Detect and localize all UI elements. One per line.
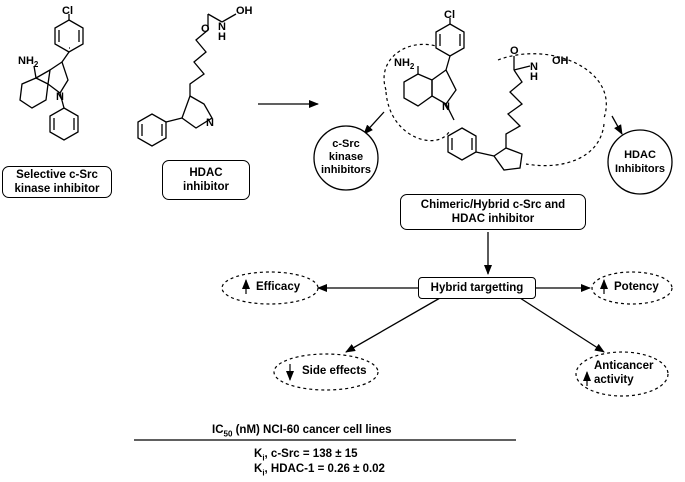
hybrid-nh-label: N [530,61,538,73]
hybrid-oh-label: OH [552,55,569,67]
c-src-n-label: N [56,91,64,103]
table-row-1: Ki, c-Src = 138 ± 15 [254,448,358,462]
table-header-ic: IC [212,424,224,436]
anticancer-arrow [519,297,605,353]
hybrid-caption-box: Chimeric/Hybrid c-Src and HDAC inhibitor [400,194,586,230]
hdac-dashed-arc [497,53,607,119]
hybrid-caption-line-1: Chimeric/Hybrid c-Src and [420,199,566,211]
c-src-cl-label: Cl [62,5,73,17]
c-src-circle-label: c-Src kinase inhibitors [316,138,376,177]
hub-label: Hybrid targetting [430,282,524,294]
hdac-circle-line-2: Inhibitors [614,163,666,175]
hdac-oh-label: OH [236,5,253,17]
row-1-k: K [254,448,263,460]
anticancer-line-2: activity [594,374,634,386]
hybrid-n-label: N [442,101,450,113]
anticancer-line-1: Anticancer [594,360,654,372]
table-header: IC50 (nM) NCI-60 cancer cell lines [212,424,392,438]
c-src-circle [313,125,379,191]
c-src-inhibitor-structure [19,14,84,141]
hdac-dashed-arc-lower [525,123,605,167]
hybrid-nh2-label: NH2 [394,57,415,71]
hdac-nh-label: N [218,21,226,33]
hdac-caption-line-1: HDAC [189,167,223,179]
hdac-caption-line-2: inhibitor [183,181,229,193]
c-src-circle-line-2: kinase [328,151,364,163]
row-1-ksub: i [262,453,265,463]
hdac-caption-box: HDAC inhibitor [162,160,250,200]
c-src-caption-box: Selective c-Src kinase inhibitor [2,166,112,198]
row-2-ksub: i [262,468,265,478]
hdac-o-label: O [201,23,210,35]
row-2-text: , HDAC-1 = 0.26 ± 0.02 [264,463,385,475]
c-src-dashed-arc-lower [385,91,451,142]
c-src-circle-line-1: c-Src [332,138,360,150]
hdac-pointer-arrow [611,115,623,135]
row-2-k: K [254,463,263,475]
side-effects-arrow [345,297,441,353]
hdac-h-label: H [218,31,226,43]
c-src-caption-line-2: kinase inhibitor [14,183,100,195]
c-src-caption-line-1: Selective c-Src [16,169,98,181]
table-header-sub: 50 [223,429,233,439]
c-src-pointer-arrow [363,111,385,135]
hdac-inhibitor-structure [137,13,237,147]
c-src-nh2-label: NH2 [18,55,39,69]
hybrid-h-label: H [530,71,538,83]
efficacy-label: Efficacy [256,281,301,293]
row-1-text: , c-Src = 138 ± 15 [264,448,358,460]
hdac-circle-label: HDAC Inhibitors [608,148,672,176]
side-effects-ellipse [273,353,379,391]
hdac-n-label: N [206,117,214,129]
table-header-rest: (nM) NCI-60 cancer cell lines [232,424,392,436]
potency-label: Potency [614,281,659,293]
c-src-circle-line-3: inhibitors [320,164,372,176]
side-effects-label: Side effects [302,365,367,377]
c-src-dashed-arc [383,43,437,91]
anticancer-ellipse [575,351,669,397]
potency-ellipse [591,271,673,305]
hybrid-caption-line-2: HDAC inhibitor [451,213,535,225]
table-row-2: Ki, HDAC-1 = 0.26 ± 0.02 [254,463,385,477]
hdac-circle-line-1: HDAC [624,149,656,161]
anticancer-label: Anticancer activity [594,359,653,387]
hdac-circle [607,129,673,195]
hybrid-cl-label: Cl [444,9,455,21]
hybrid-o-label: O [510,45,519,57]
hub-box: Hybrid targetting [418,277,536,299]
hybrid-structure [403,18,531,171]
